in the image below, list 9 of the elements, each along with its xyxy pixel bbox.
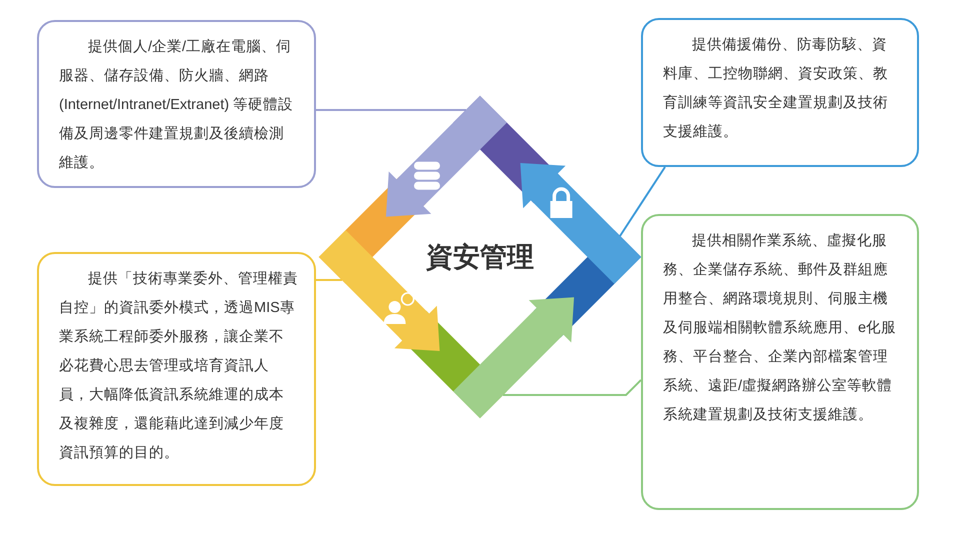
leader-line bbox=[316, 109, 466, 111]
title: 資安管理 bbox=[426, 241, 534, 274]
text-box: 提供備援備份、防毒防駭、資料庫、工控物聯網、資安政策、教育訓練等資訊安全建置規劃及技術支援維護。 bbox=[641, 18, 919, 167]
text-box: 提供個人/企業/工廠在電腦、伺服器、儲存設備、防火牆、網路 (Internet/Intranet/Extranet) 等硬體設備及周邊零件建置規劃及後續檢測維護。 bbox=[37, 20, 316, 188]
text-box: 提供相關作業系統、虛擬化服務、企業儲存系統、郵件及群組應用整合、網路環境規則、伺服主機及伺服端相關軟體系統應用、e化服務、平台整合、企業內部檔案管理系統、遠距/虛擬網路辦公室等軟體系統建置規劃及技術支援維護。 bbox=[641, 214, 919, 510]
leader-line bbox=[316, 279, 342, 281]
leader-line bbox=[619, 166, 666, 237]
text-box: 提供「技術專業委外、管理權責自控」的資訊委外模式，透過MIS專業系統工程師委外服務，讓企業不必花費心思去管理或培育資訊人員，大幅降低資訊系統維運的成本及複雜度，還能藉此達到減少年度資訊預算的目的。 bbox=[37, 252, 316, 486]
leader-line bbox=[503, 379, 642, 396]
